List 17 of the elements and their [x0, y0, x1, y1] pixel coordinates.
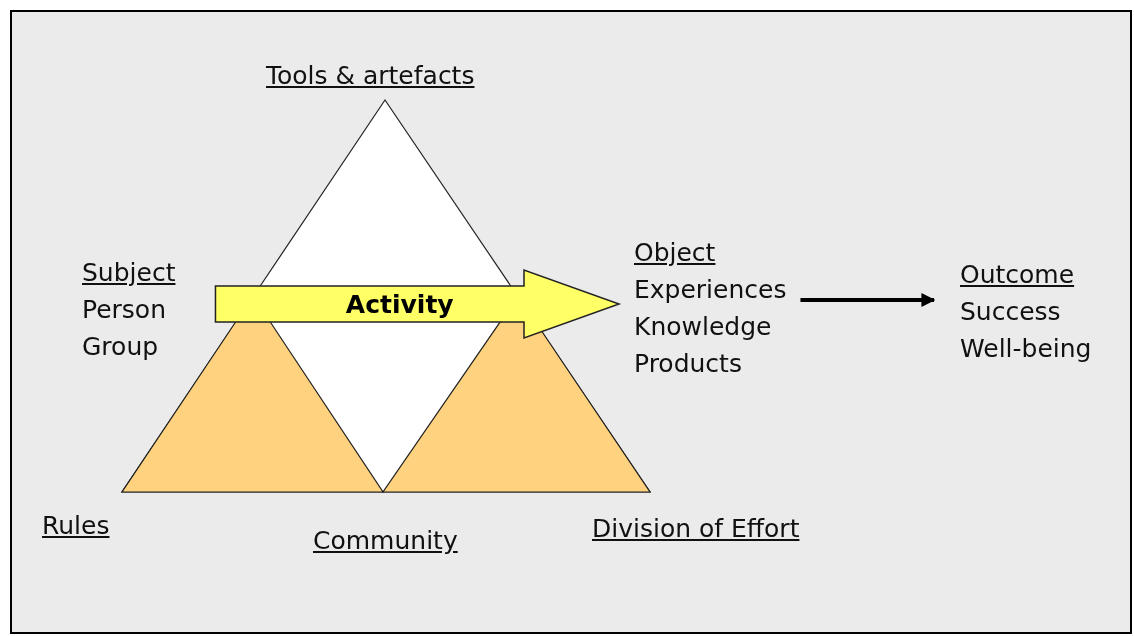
- list-item: Success: [960, 296, 1061, 328]
- list-item: Person: [82, 294, 166, 326]
- list-item: Experiences: [634, 274, 787, 306]
- list-item: Well-being: [960, 333, 1092, 365]
- heading-text: Community: [313, 522, 458, 559]
- heading-text: Tools & artefacts: [266, 57, 475, 94]
- heading-text: Object: [634, 237, 716, 269]
- heading-text: Outcome: [960, 259, 1075, 291]
- heading-text: Rules: [42, 507, 110, 544]
- heading-text: Subject: [82, 257, 176, 289]
- list-item: Products: [634, 348, 742, 380]
- heading-text: Division of Effort: [592, 510, 800, 547]
- list-item: Group: [82, 331, 159, 363]
- list-item: Knowledge: [634, 311, 772, 343]
- arrow: [800, 293, 936, 307]
- edge-label: Activity: [345, 289, 454, 319]
- block-arrow: [214, 268, 622, 340]
